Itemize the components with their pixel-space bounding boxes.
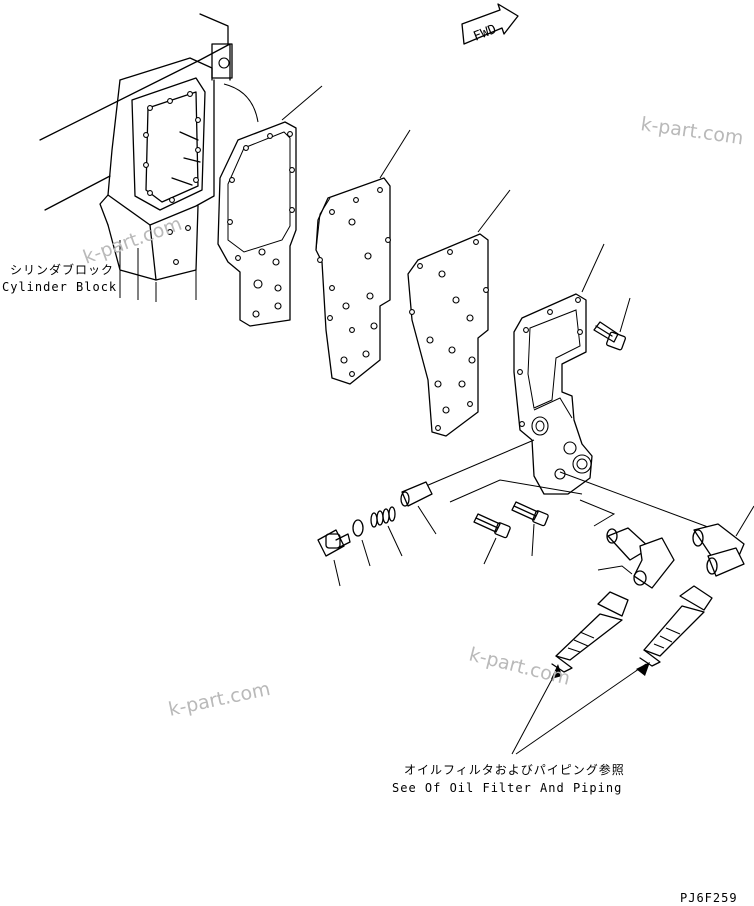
watermarks: k-part.com k-part.com k-part.com k-part.… (80, 113, 745, 721)
oil-pipe-1 (551, 591, 629, 673)
watermark: k-part.com (166, 678, 272, 721)
spring (370, 506, 403, 557)
oil-pipe-2 (639, 585, 713, 667)
gasket-3 (407, 189, 511, 437)
cooler-element-gasket (315, 129, 411, 385)
drawing-code: PJ6F259 (680, 891, 738, 905)
drain-plug (317, 529, 351, 587)
reference-arrows (511, 662, 650, 755)
watermark: k-part.com (639, 113, 745, 149)
elbow-connector-2 (692, 505, 754, 577)
watermark: k-part.com (467, 644, 573, 690)
cover-mounting-bolt-2 (511, 501, 549, 557)
relief-valve (400, 481, 437, 535)
cylinder-block-label-en: Cylinder Block (2, 280, 117, 294)
block-bolt-holes (143, 91, 201, 265)
oil-filter-reference-en: See Of Oil Filter And Piping (392, 781, 622, 795)
oil-filter-reference-jp: オイルフィルタおよびパイピング参照 (404, 762, 625, 777)
watermark: k-part.com (80, 213, 185, 269)
cylinder-block (39, 13, 233, 302)
forward-direction-arrow: FWD (461, 3, 519, 45)
fwd-label: FWD (471, 22, 499, 45)
cover-bolt (593, 297, 631, 351)
o-ring (352, 519, 371, 567)
oil-cooler-cover (513, 243, 605, 495)
cylinder-block-label-jp: シリンダブロック (10, 262, 114, 277)
gasket-1 (217, 85, 323, 327)
elbow-connector-1 (597, 527, 675, 589)
cover-mounting-bolt-1 (473, 513, 511, 565)
